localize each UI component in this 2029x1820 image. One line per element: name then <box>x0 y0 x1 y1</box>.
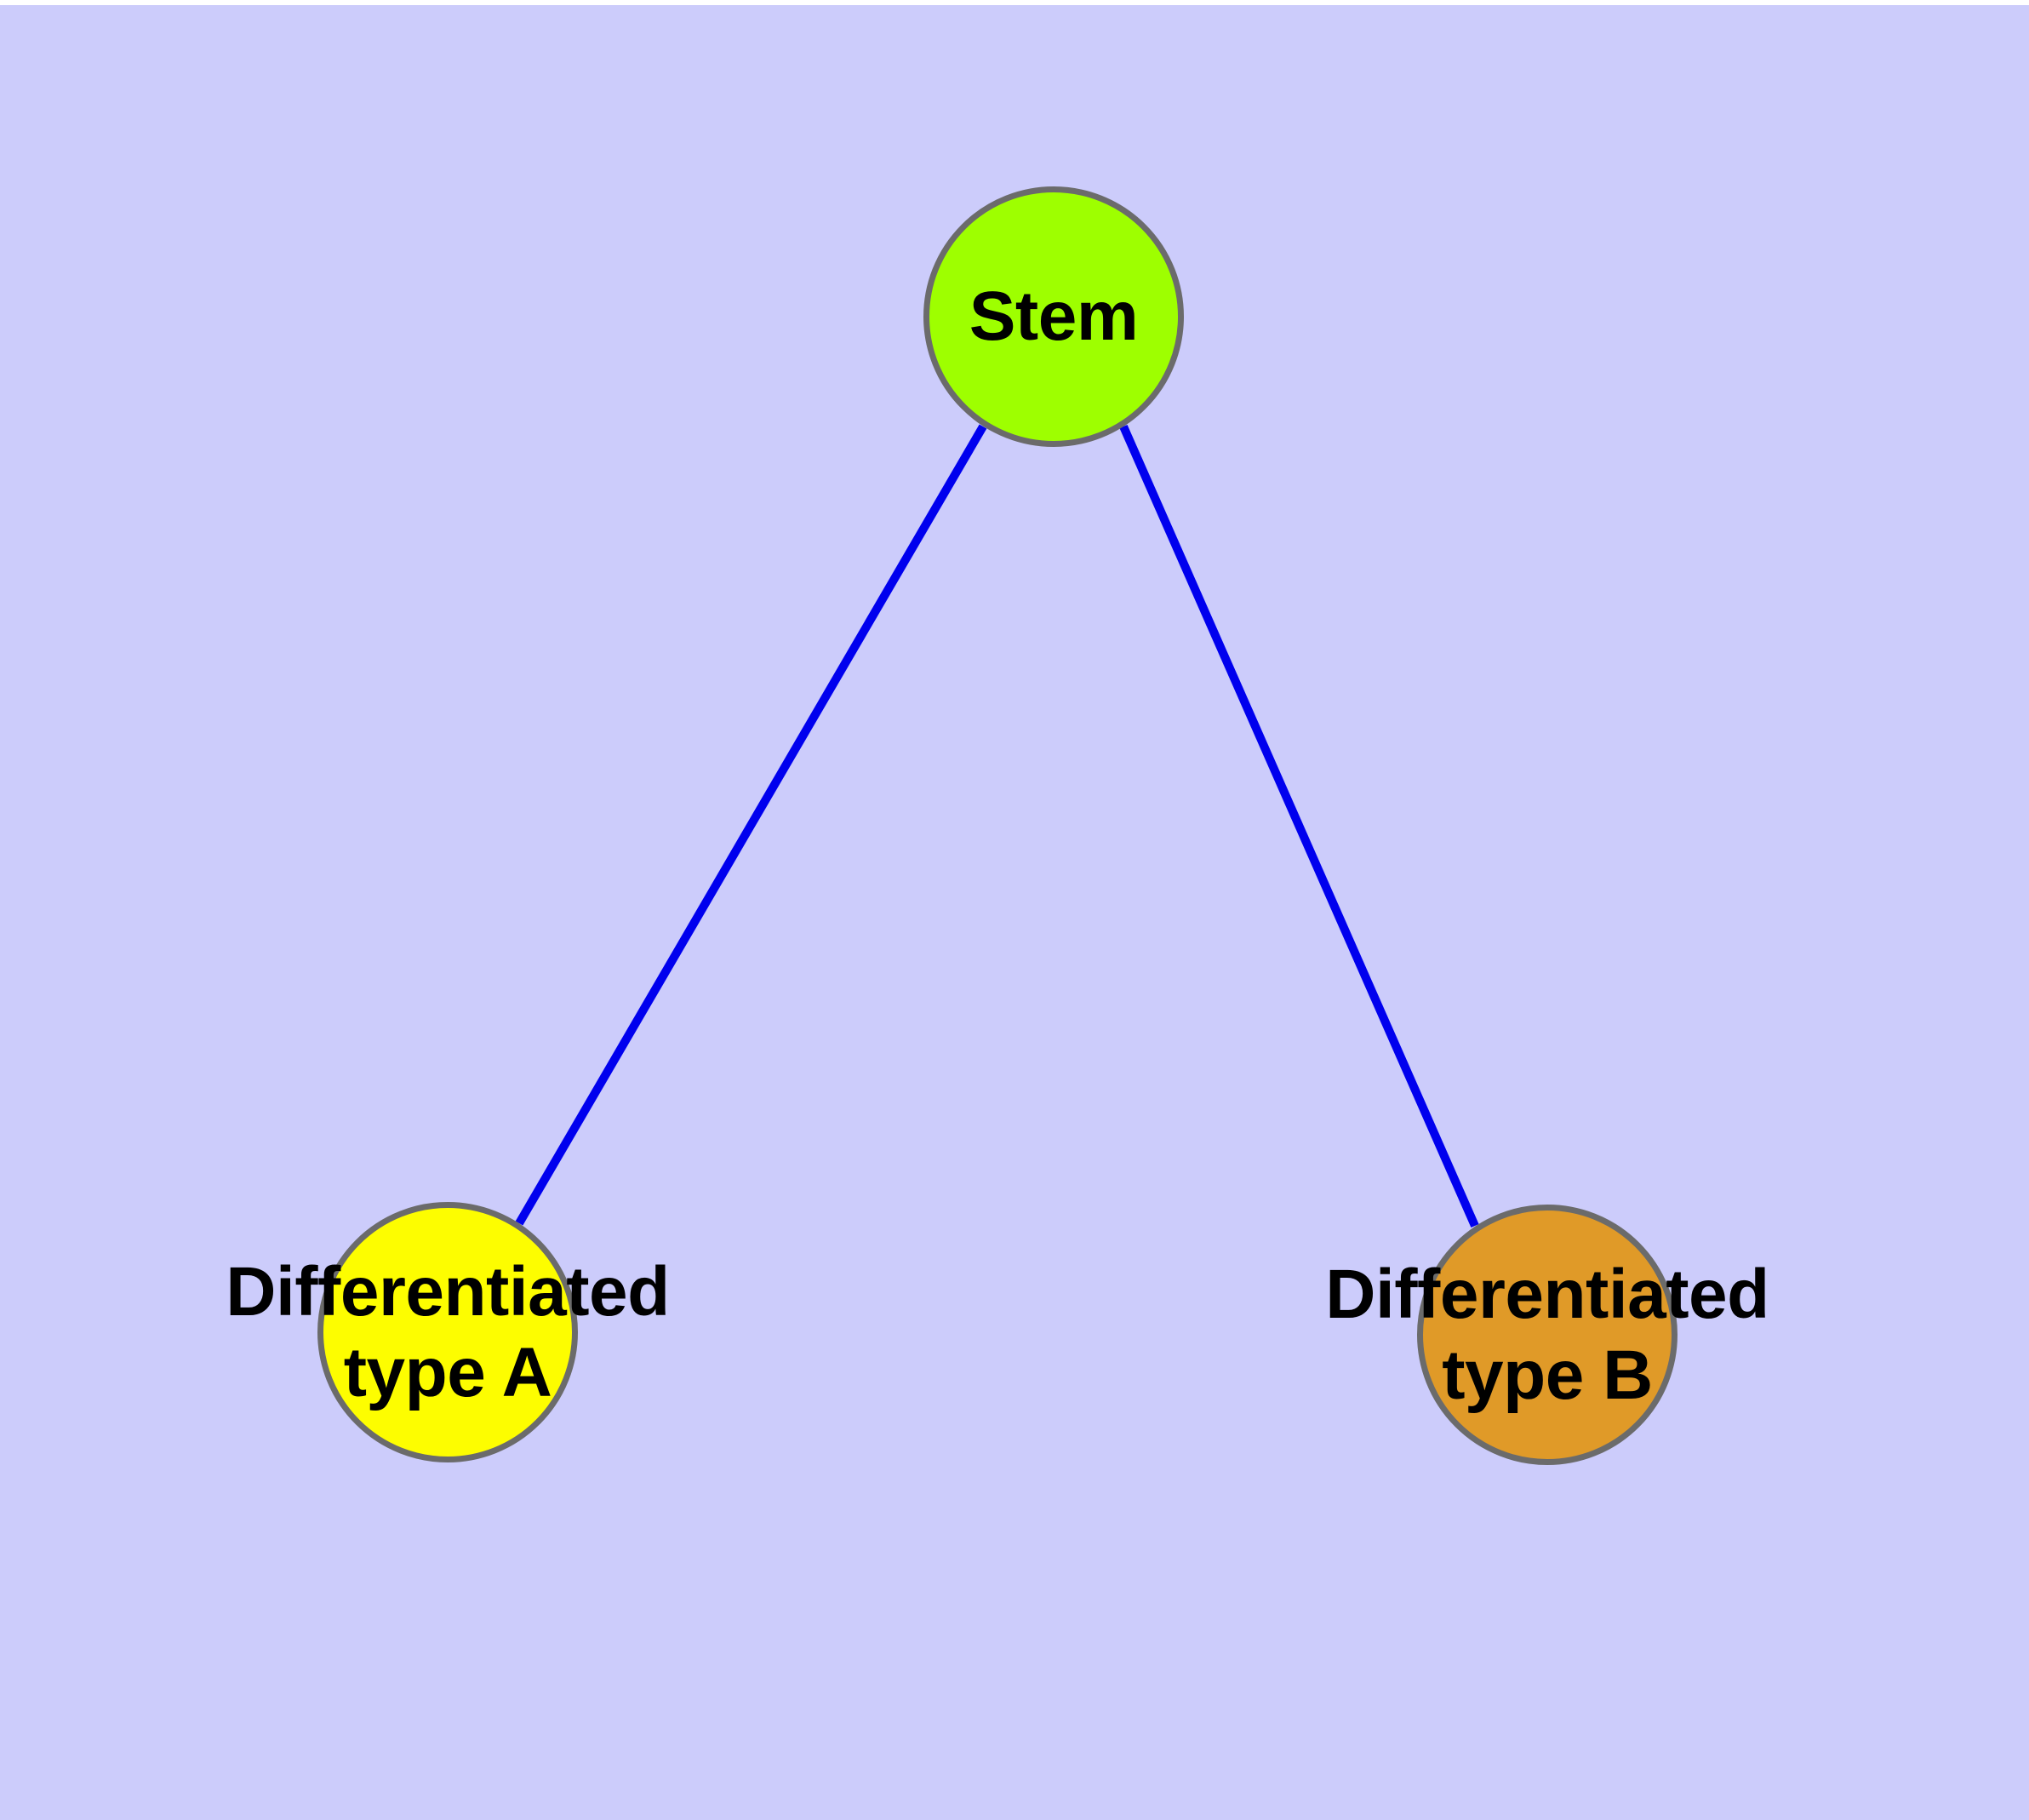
graph-node-stem[interactable] <box>923 186 1184 447</box>
graph-node-diff_a[interactable] <box>317 1202 578 1462</box>
edges-group <box>515 424 1479 1228</box>
canvas-top-margin <box>0 0 2029 5</box>
graph-node-diff_b[interactable] <box>1417 1205 1677 1465</box>
graph-edge-stem-to-diff-a[interactable] <box>515 424 987 1226</box>
graph-edge-stem-to-diff-b[interactable] <box>1119 424 1479 1228</box>
